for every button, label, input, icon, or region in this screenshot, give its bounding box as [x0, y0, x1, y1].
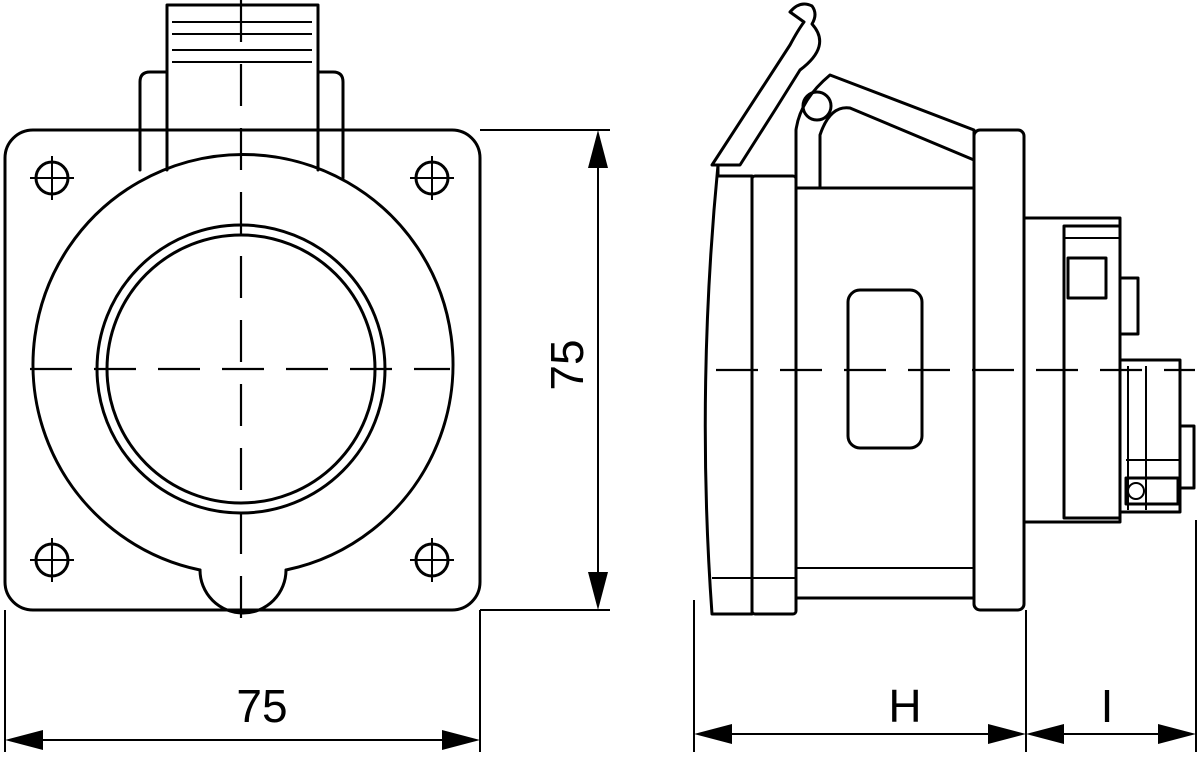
height-dimension-label: 75: [541, 339, 593, 390]
terminal-block: [1022, 216, 1196, 524]
front-ring-segment: [750, 174, 798, 616]
width-dimension: 75: [4, 610, 481, 752]
height-arrow-top: [588, 130, 608, 168]
width-arrow-right: [442, 730, 480, 750]
height-arrow-bottom: [588, 572, 608, 610]
side-view: [703, 2, 1196, 616]
height-dimension: 75: [480, 129, 610, 611]
screw-top-right: [410, 156, 454, 200]
depth-arrow-right: [988, 724, 1026, 744]
main-body: [794, 186, 976, 600]
screw-bottom-right: [410, 538, 454, 582]
terminal-arrow-left: [1026, 724, 1064, 744]
front-view: [3, 0, 482, 620]
depth-arrow-left: [694, 724, 732, 744]
depth-dimension-label: H: [888, 680, 921, 732]
hinge-pin: [801, 90, 833, 122]
hinged-lid: [710, 2, 822, 167]
width-arrow-left: [5, 730, 43, 750]
screw-top-left: [30, 156, 74, 200]
outer-collar-ring: [31, 153, 455, 572]
width-dimension-label: 75: [236, 680, 287, 732]
hinge-housing: [794, 73, 976, 190]
terminal-arrow-right: [1158, 724, 1196, 744]
terminal-dimension-label: I: [1101, 680, 1114, 732]
screw-bottom-left: [30, 538, 74, 582]
collar-notch: [198, 568, 288, 615]
depth-dimension: H: [693, 600, 1027, 752]
lid-housing: [138, 3, 345, 180]
front-collar-profile: [703, 163, 754, 616]
mounting-flange: [3, 128, 482, 612]
terminal-dimension: I: [1026, 520, 1197, 752]
